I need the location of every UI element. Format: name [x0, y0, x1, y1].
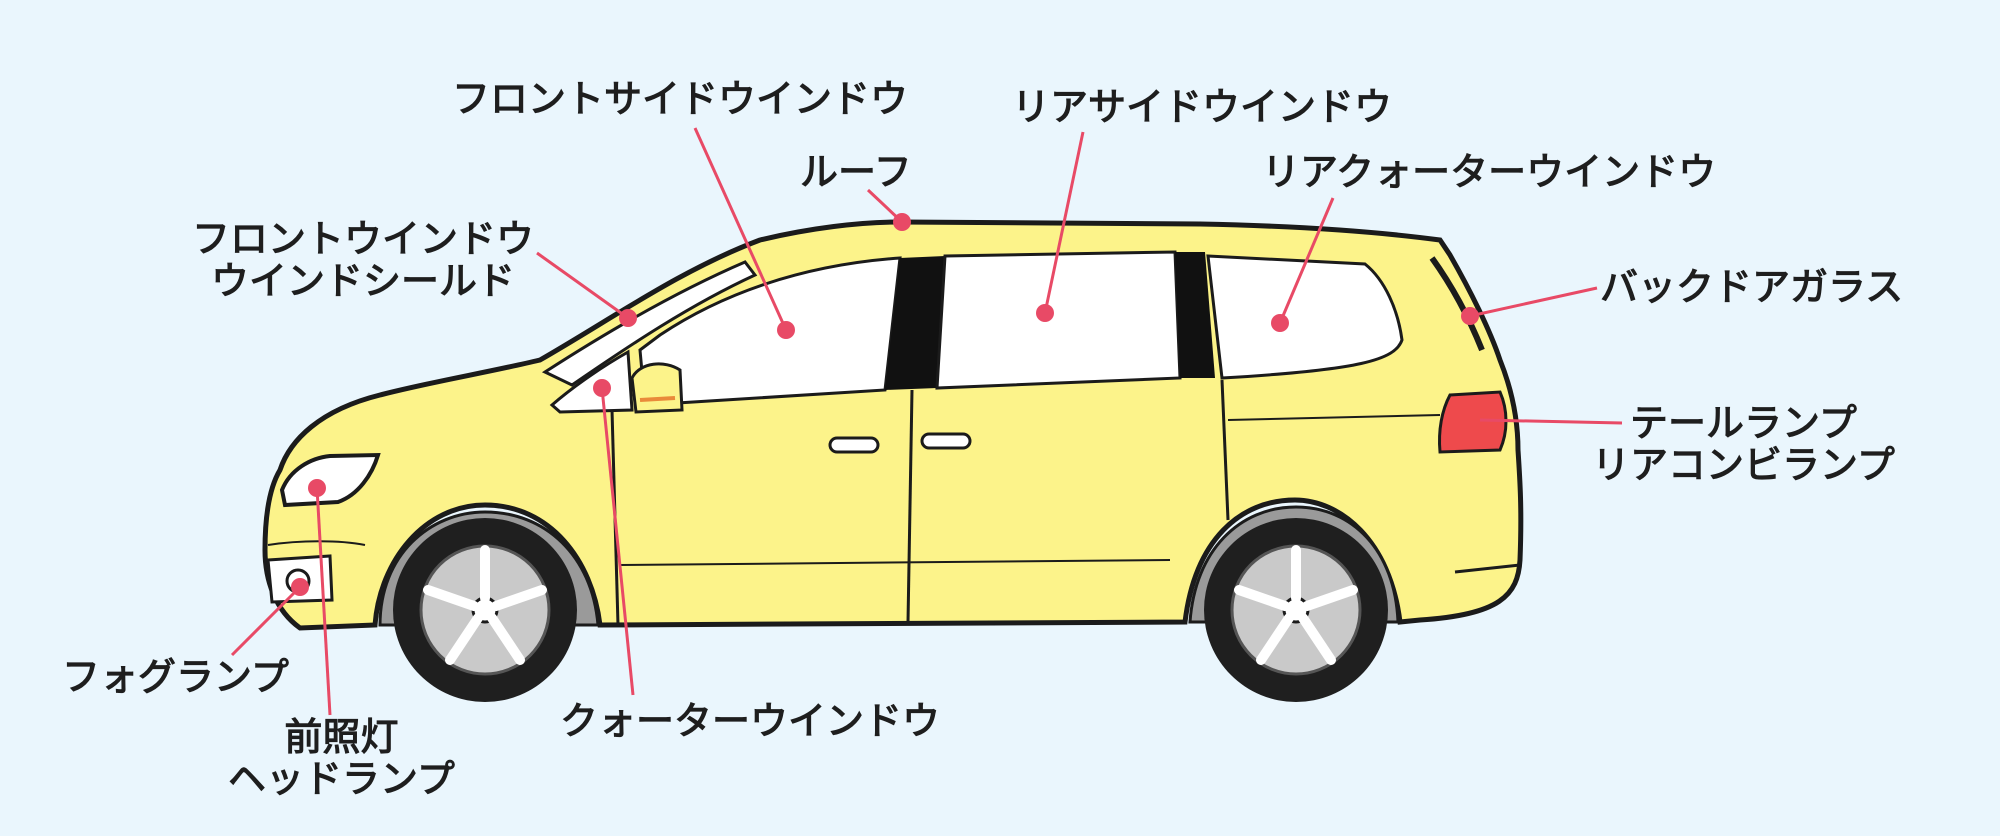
rear-reflector	[1454, 563, 1521, 574]
leader-front-side-window	[693, 127, 788, 331]
leader-headlamp	[315, 487, 332, 716]
mirror-indicator	[639, 396, 676, 402]
label-headlamp: 前照灯 ヘッドランプ	[228, 716, 455, 800]
rear-door-line	[906, 389, 914, 623]
label-quarter-window: クォーターウインドウ	[560, 700, 940, 742]
dot-front-side-window	[777, 321, 795, 339]
rear-side-window-glass	[935, 250, 1182, 390]
dot-quarter-window	[593, 379, 611, 397]
tail-lamp-unit	[1438, 390, 1508, 454]
label-front-window: フロントウインドウ ウインドシールド	[192, 218, 534, 302]
front-wheel	[393, 518, 577, 702]
label-headlight-kanji-text: 前照灯	[284, 715, 399, 759]
headlamp-unit	[279, 452, 381, 508]
leader-back-door-glass	[1469, 286, 1598, 318]
leader-quarter-window	[600, 387, 635, 696]
label-back-door-glass: バックドアガラス	[1600, 266, 1903, 308]
front-door-handle	[828, 436, 880, 454]
label-rear-quarter-window-text: リアクォーターウインドウ	[1262, 150, 1717, 194]
dot-roof	[893, 213, 911, 231]
label-windshield-text: ウインドシールド	[211, 259, 516, 303]
label-headlamp-text: ヘッドランプ	[228, 757, 455, 801]
character-line	[1227, 414, 1441, 421]
rear-wheel	[1204, 518, 1388, 702]
b-pillar	[885, 256, 945, 390]
dot-rear-side-window	[1036, 304, 1054, 322]
leader-tail-lamp	[1479, 418, 1623, 425]
label-quarter-window-text: クォーターウインドウ	[560, 699, 941, 743]
rear-door-handle	[920, 432, 972, 450]
dot-rear-quarter-window	[1271, 314, 1289, 332]
dot-headlamp	[308, 479, 326, 497]
label-roof-text: ルーフ	[800, 150, 912, 194]
label-rear-quarter-window: リアクォーターウインドウ	[1262, 151, 1716, 193]
leader-lines	[230, 127, 1623, 716]
c-pillar	[1175, 252, 1215, 378]
label-rear-side-window: リアサイドウインドウ	[1012, 86, 1392, 128]
label-front-side-window: フロントサイドウインドウ	[452, 78, 908, 120]
leader-front-window	[536, 251, 629, 320]
side-mirror	[630, 362, 684, 414]
label-rear-combination-lamp-text: リアコンビランプ	[1592, 443, 1895, 487]
leader-dots	[291, 213, 1479, 596]
dot-fog-lamp	[291, 578, 309, 596]
label-fog-lamp: フォグランプ	[62, 656, 289, 698]
label-back-door-glass-text: バックドアガラス	[1600, 265, 1904, 309]
dot-front-window	[619, 309, 637, 327]
side-sill-line	[619, 559, 1171, 566]
label-tail-lamp-text: テールランプ	[1630, 401, 1857, 445]
rear-door-edge	[1220, 379, 1230, 521]
dot-back-door-glass	[1461, 307, 1479, 325]
label-front-side-window-text: フロントサイドウインドウ	[452, 77, 909, 121]
leader-fog-lamp	[230, 585, 302, 657]
rear-quarter-window-glass	[1206, 254, 1404, 380]
label-rear-side-window-text: リアサイドウインドウ	[1012, 85, 1393, 129]
label-roof: ルーフ	[800, 151, 912, 193]
label-front-window-text: フロントウインドウ	[192, 217, 535, 261]
label-fog-lamp-text: フォグランプ	[62, 655, 289, 699]
leader-rear-side-window	[1043, 131, 1085, 314]
back-door-glass-strip	[1429, 256, 1485, 352]
label-tail-lamp: テールランプ リアコンビランプ	[1592, 402, 1895, 486]
quarter-window-glass	[549, 349, 634, 414]
windshield-glass	[541, 260, 758, 387]
leader-rear-quarter-window	[1278, 197, 1335, 324]
